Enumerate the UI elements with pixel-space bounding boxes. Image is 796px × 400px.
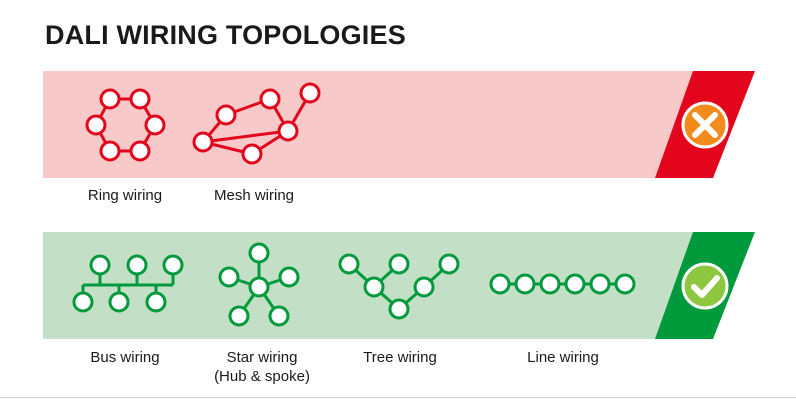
bus-wiring-diagram <box>72 254 184 313</box>
topology-label-star: Star wiring (Hub & spoke) <box>214 349 310 385</box>
topology-label-star-subtitle: (Hub & spoke) <box>214 368 310 385</box>
star-wiring-diagram <box>218 242 300 327</box>
topology-label-mesh: Mesh wiring <box>213 187 295 204</box>
topology-label-tree: Tree wiring <box>363 349 437 366</box>
topology-label-line: Line wiring <box>527 349 599 366</box>
unsupported-topologies-band <box>43 71 755 178</box>
ring-wiring-diagram <box>85 88 166 162</box>
topology-label-bus: Bus wiring <box>90 349 160 366</box>
supported-topologies-band <box>43 232 755 339</box>
topology-label-ring: Ring wiring <box>87 187 163 204</box>
line-wiring-diagram <box>489 273 636 295</box>
unsupported-band-background <box>43 71 713 178</box>
mesh-wiring-diagram <box>192 82 321 165</box>
check-icon <box>681 262 729 310</box>
bottom-divider <box>0 397 796 398</box>
page-title: DALI WIRING TOPOLOGIES <box>45 20 406 50</box>
cross-icon <box>681 101 729 149</box>
tree-wiring-diagram <box>338 253 460 320</box>
